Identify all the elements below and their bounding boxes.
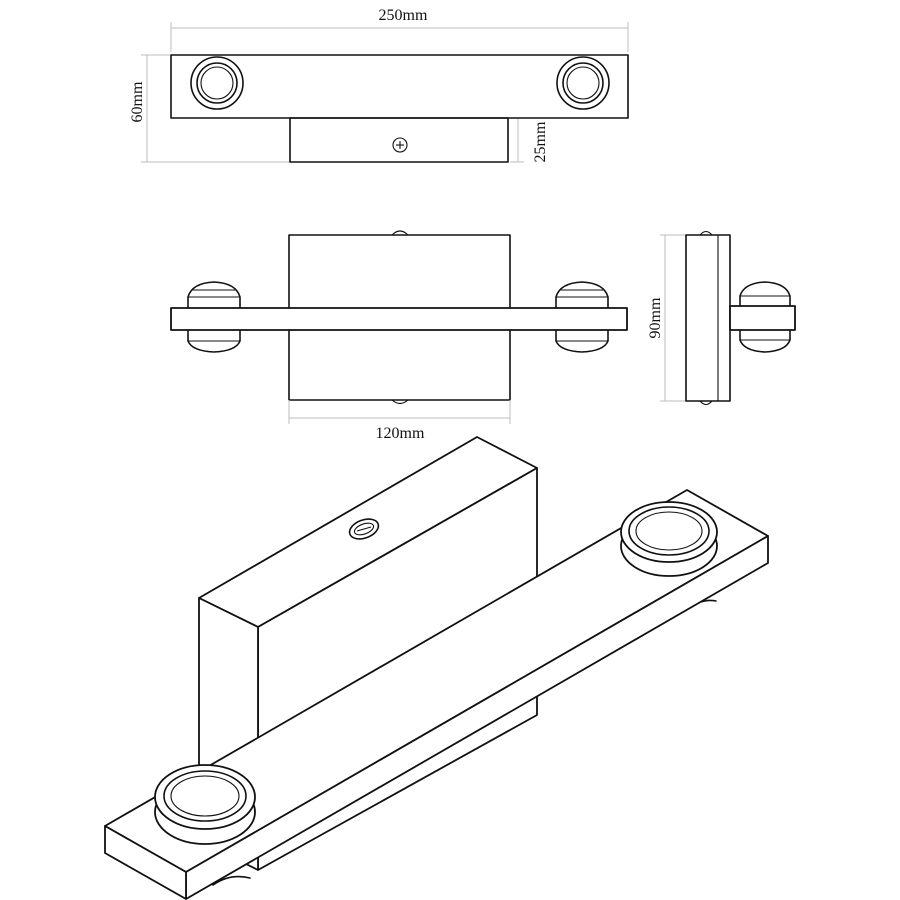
iso-bar	[104, 489, 769, 900]
dimension-depth-25: 25mm	[510, 117, 549, 163]
spotlight-side	[739, 281, 791, 353]
front-view-bar	[170, 307, 628, 331]
dimension-label-90mm: 90mm	[647, 297, 664, 338]
iso-spotlight-right	[620, 501, 718, 577]
dimension-label-250mm: 250mm	[379, 7, 428, 24]
spotlight-right-top	[556, 56, 610, 110]
spotlight-left-front	[187, 281, 241, 353]
spotlight-right-front	[555, 281, 609, 353]
dimension-width-120: 120mm	[288, 400, 511, 442]
dimension-height-90: 90mm	[647, 234, 686, 402]
dimension-width-250: 250mm	[170, 7, 629, 52]
iso-spotlight-left	[154, 764, 256, 845]
top-view-base	[289, 117, 509, 163]
dimension-label-60mm: 60mm	[129, 81, 146, 122]
side-view-bar	[729, 305, 796, 331]
spotlight-left-top	[190, 56, 244, 110]
dimension-label-25mm: 25mm	[532, 121, 549, 162]
top-view-bar	[170, 54, 629, 119]
top-view: 250mm 60mm 25mm	[129, 7, 629, 163]
side-view-base	[685, 234, 731, 402]
iso-left-spot-underside	[212, 875, 251, 886]
dimension-height-60: 60mm	[129, 54, 290, 163]
screw-icon	[392, 137, 408, 153]
front-clip-bottom	[391, 399, 409, 405]
front-clip-top	[391, 230, 409, 236]
front-view: 120mm	[170, 230, 628, 442]
iso-screw-icon	[348, 518, 380, 540]
side-view: 90mm	[647, 230, 796, 406]
dimension-label-120mm: 120mm	[376, 425, 425, 442]
isometric-view	[104, 436, 769, 900]
